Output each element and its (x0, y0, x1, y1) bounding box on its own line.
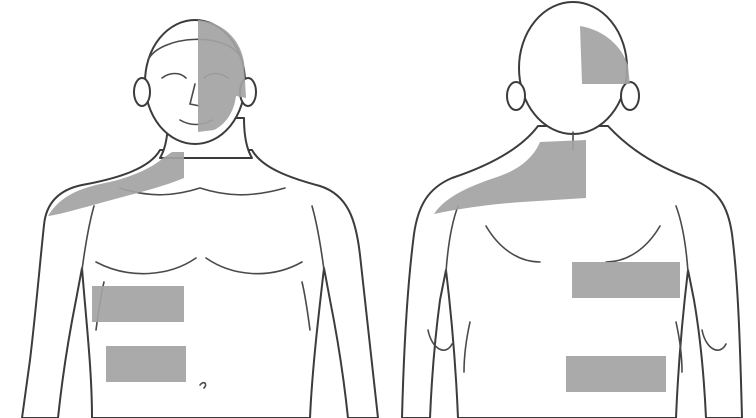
front-zone-lower-abdomen (106, 346, 186, 382)
front-view (22, 20, 378, 418)
front-zone-head (198, 20, 246, 132)
front-torso-outline (22, 150, 378, 418)
back-zone-lower-back (566, 356, 666, 392)
back-zone-upper-back (572, 262, 680, 298)
front-left-ear (134, 78, 150, 106)
front-zone-upper-abdomen (92, 286, 184, 322)
back-view (402, 2, 742, 418)
back-left-ear (507, 82, 525, 110)
back-right-ear (621, 82, 639, 110)
